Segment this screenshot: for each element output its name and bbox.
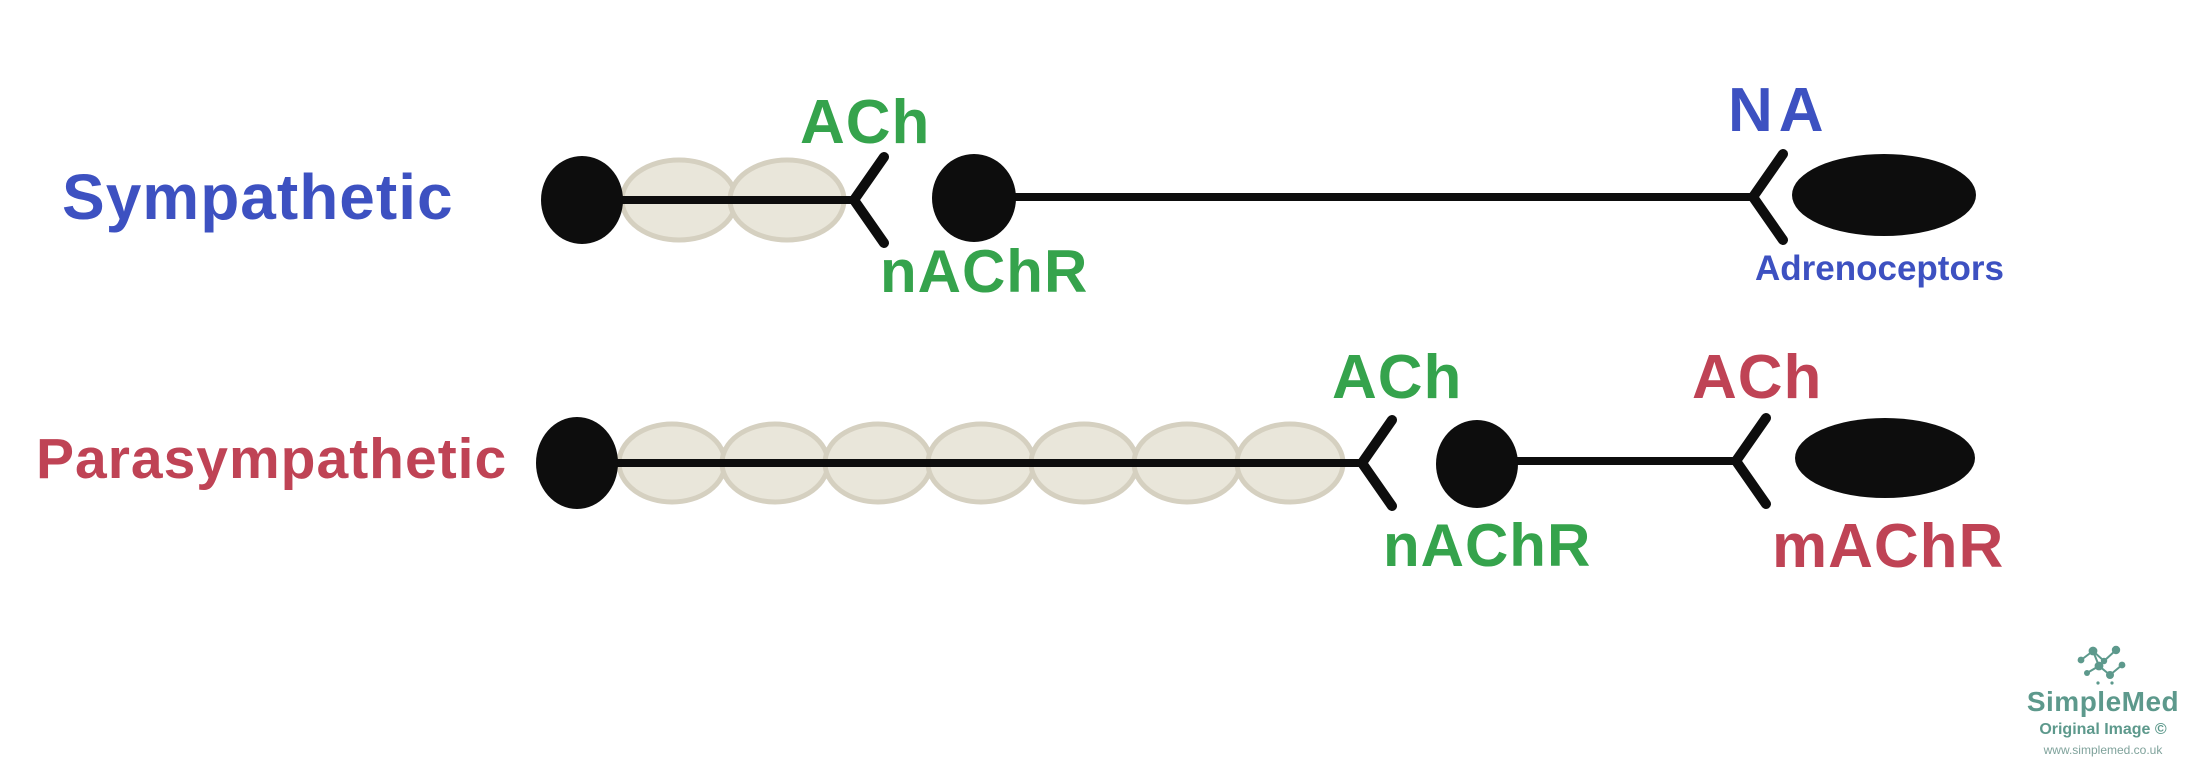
simplemed-url-text: www.simplemed.co.uk <box>2043 743 2163 757</box>
sympathetic-effector-synapse-fork <box>1746 149 1788 245</box>
sympathetic-effector-organ <box>1792 154 1976 236</box>
simplemed-watermark: SimpleMed Original Image © www.simplemed… <box>2018 642 2188 757</box>
parasympathetic-nachr-label: nAChR <box>1383 512 1592 579</box>
sympathetic-ganglion-soma <box>932 154 1016 242</box>
sympathetic-na-label: NA <box>1728 76 1830 145</box>
sympathetic-ganglionic-synapse-fork <box>847 152 889 248</box>
sympathetic-adrenoceptors-label: Adrenoceptors <box>1755 249 2004 288</box>
parasympathetic-label: Parasympathetic <box>36 427 508 491</box>
parasympathetic-effector-organ <box>1795 418 1975 498</box>
parasympathetic-preganglionic-soma <box>536 417 618 509</box>
simplemed-brand-text: SimpleMed <box>2026 686 2180 717</box>
parasympathetic-machr-label: mAChR <box>1772 512 2005 581</box>
parasympathetic-ganglionic-synapse-fork <box>1355 415 1397 511</box>
sympathetic-label: Sympathetic <box>62 161 454 233</box>
sympathetic-preganglionic-soma <box>541 156 623 244</box>
molecule-dots-icon <box>2077 645 2126 685</box>
parasympathetic-ach-effector-label: ACh <box>1692 343 1823 412</box>
parasympathetic-ganglion-soma <box>1436 420 1518 508</box>
parasympathetic-ach-ganglionic-label: ACh <box>1332 343 1463 412</box>
sympathetic-nachr-label: nAChR <box>880 238 1089 305</box>
simplemed-caption-text: Original Image © <box>2039 721 2167 738</box>
sympathetic-ach-label: ACh <box>800 88 931 157</box>
parasympathetic-effector-synapse-fork <box>1729 413 1771 509</box>
